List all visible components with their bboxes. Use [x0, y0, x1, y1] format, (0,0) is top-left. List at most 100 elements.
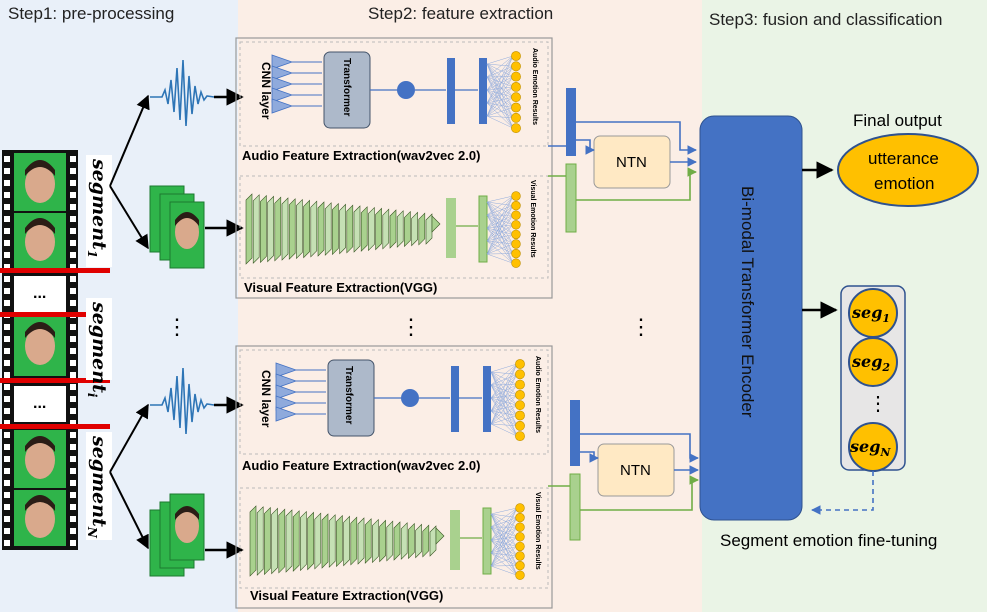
edge	[486, 76, 514, 129]
blank-frame	[14, 276, 66, 312]
edge	[490, 513, 518, 566]
edge	[486, 89, 514, 118]
conv-layer	[317, 201, 325, 257]
edge	[486, 234, 514, 242]
conv-layer	[418, 212, 426, 246]
conv-layer	[360, 206, 368, 252]
audio-ntn-line	[580, 451, 599, 463]
emotion-label: emotion	[874, 174, 934, 193]
segment-separator	[0, 424, 110, 429]
cnn-kernel	[275, 406, 298, 422]
edge	[486, 214, 514, 264]
sprocket-hole	[70, 528, 76, 534]
edge	[486, 76, 514, 104]
result-neuron	[515, 503, 525, 513]
conv-layer	[249, 505, 257, 577]
conv-layer	[271, 507, 278, 575]
edge	[486, 227, 514, 245]
sprocket-hole	[70, 168, 76, 174]
ellipsis-dots: ⋮	[400, 314, 422, 339]
cnn-kernel	[271, 65, 294, 81]
edge	[490, 397, 518, 416]
edge	[486, 63, 514, 98]
cnn-layer-label: CNN layer	[259, 370, 273, 428]
sprocket-hole	[4, 540, 10, 546]
edge	[490, 410, 518, 427]
segment-i-label: segmenti	[85, 298, 112, 398]
conv-layer	[411, 211, 418, 247]
conv-layer	[368, 206, 375, 252]
extraction-block-bottom	[235, 345, 553, 609]
audio-fusion-line	[580, 433, 699, 463]
edge	[490, 526, 518, 541]
dense-bar	[482, 507, 492, 575]
result-neuron	[515, 420, 525, 431]
sprocket-hole	[4, 468, 10, 474]
visual-feature-bar	[569, 473, 581, 541]
edge	[490, 394, 518, 412]
audio-ntn-line	[576, 139, 595, 155]
sprocket-hole	[4, 432, 10, 438]
cnn-kernel	[271, 76, 294, 92]
edge	[490, 513, 518, 576]
sprocket-hole	[4, 516, 10, 522]
conv-layer	[314, 512, 322, 570]
seg1-label: seg1	[851, 303, 890, 325]
edge	[490, 513, 518, 547]
conv-head	[431, 215, 441, 233]
visual-branch-bottom	[249, 503, 525, 580]
audio-waveform-icon	[150, 59, 215, 127]
edge	[486, 205, 514, 216]
edge	[486, 102, 514, 108]
edge	[486, 76, 514, 108]
sprocket-hole	[70, 240, 76, 246]
conv-layer	[328, 514, 336, 568]
sprocket-hole	[70, 480, 76, 486]
conv-layer	[389, 209, 397, 249]
result-neuron	[515, 379, 525, 390]
filmstrip: ... ...	[0, 150, 110, 550]
conv-layer	[285, 509, 293, 573]
conv-layer	[396, 210, 404, 248]
sprocket-hole	[70, 204, 76, 210]
edge	[490, 555, 518, 567]
utterance-label: utterance	[868, 149, 939, 168]
sprocket-hole	[70, 228, 76, 234]
sprocket-hole	[70, 504, 76, 510]
edge	[486, 63, 514, 67]
sprocket-hole	[70, 516, 76, 522]
edge	[490, 539, 518, 557]
audio-branch-top	[271, 51, 521, 134]
edge	[486, 201, 514, 206]
conv-layer	[393, 521, 401, 561]
edge	[490, 526, 518, 547]
edge	[490, 565, 518, 576]
edge	[486, 227, 514, 264]
sprocket-hole	[70, 276, 76, 282]
result-neuron	[511, 61, 521, 72]
conv-layer	[245, 193, 253, 265]
sprocket-hole	[70, 180, 76, 186]
edge	[486, 89, 514, 129]
edge	[490, 513, 518, 537]
conv-layer	[382, 208, 390, 250]
edge	[486, 76, 514, 91]
edge	[490, 371, 518, 375]
conv-layer	[292, 510, 300, 572]
edge	[490, 513, 518, 528]
sprocket-hole	[70, 444, 76, 450]
edge	[490, 363, 518, 412]
dense-bar	[479, 58, 487, 124]
result-neuron	[515, 570, 525, 580]
visual-fusion-line	[576, 167, 697, 201]
sprocket-hole	[70, 492, 76, 498]
result-neuron	[515, 512, 525, 523]
edge	[486, 102, 514, 119]
edge	[486, 86, 514, 104]
conv-layer	[339, 203, 346, 255]
conv-layer	[425, 213, 433, 245]
edge	[486, 243, 514, 255]
step1-title: Step1: pre-processing	[8, 4, 174, 23]
conv-layer	[278, 508, 286, 574]
edge	[490, 552, 518, 557]
